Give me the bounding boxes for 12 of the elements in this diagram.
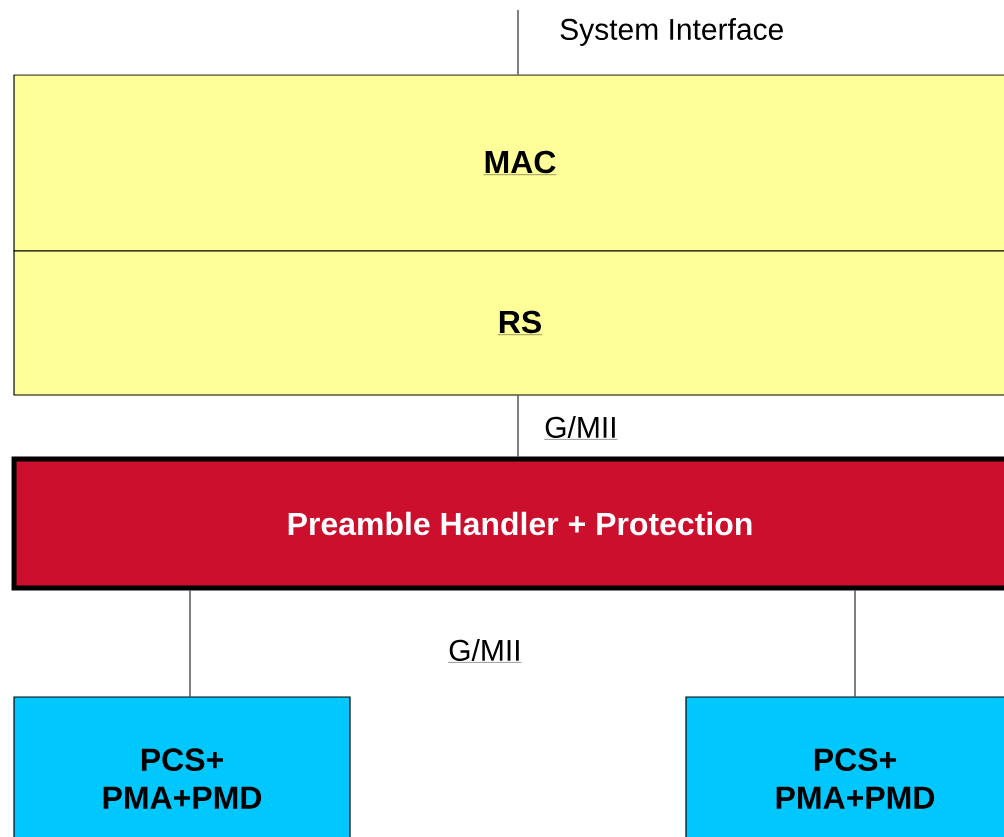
protection-box: Preamble Handler + Protection: [11, 456, 1004, 591]
connector-line: [517, 395, 519, 457]
phy-box: PCS+ PMA+PMD: [13, 696, 351, 837]
connector-line: [854, 590, 856, 697]
edge-label: G/MII: [544, 415, 618, 440]
layer-box: MAC: [13, 74, 1004, 252]
edge-label: System Interface: [560, 18, 783, 46]
interface-label: G/MII: [448, 638, 522, 663]
connector-line: [517, 9, 519, 75]
connector-line: [189, 590, 191, 697]
layer-box: RS: [13, 250, 1004, 396]
phy-box: PCS+ PMA+PMD: [685, 696, 1004, 837]
